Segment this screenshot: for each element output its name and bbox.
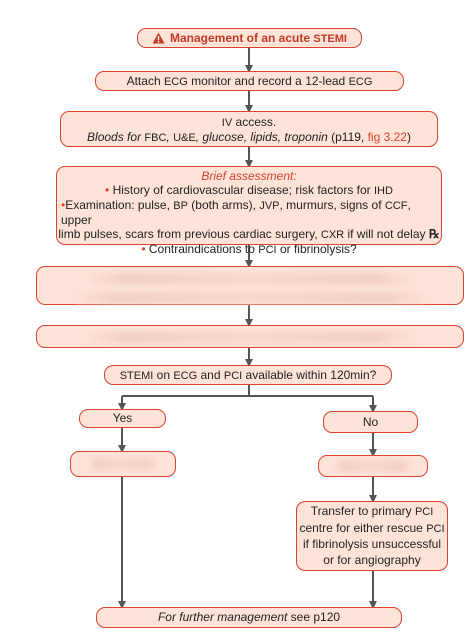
title-box: Management of an acute STEMI xyxy=(137,28,362,48)
obscured-text xyxy=(334,460,412,472)
bloods-line: Bloods for FBC, U&E, glucose, lipids, tr… xyxy=(87,130,411,144)
assessment-item-history: • History of cardiovascular disease; ris… xyxy=(105,183,393,197)
assessment-item-examination-cont: limb pulses, scars from previous cardiac… xyxy=(58,227,440,241)
obscured-text xyxy=(85,331,415,343)
obscured-yes-branch-box xyxy=(70,451,176,477)
obscured-step-box-2 xyxy=(36,325,464,348)
warning-triangle-icon xyxy=(152,31,165,49)
figure-link[interactable]: fig 3.22 xyxy=(367,130,407,144)
assessment-heading: Brief assessment: xyxy=(201,169,297,183)
obscured-text xyxy=(88,458,158,470)
iv-access-box: IV access. Bloods for FBC, U&E, glucose,… xyxy=(60,111,438,147)
obscured-step-box-1 xyxy=(36,266,464,305)
prescription-icon: ℞ xyxy=(428,227,440,241)
ecg-step-box: Attach ECG monitor and record a 12-lead … xyxy=(95,71,404,91)
obscured-text xyxy=(72,292,428,304)
decision-box: STEMI on ECG and PCI available within 12… xyxy=(104,365,392,385)
page-reference-link[interactable]: see p120 xyxy=(287,610,341,624)
iv-access-line: IV access. xyxy=(221,115,277,129)
brief-assessment-box: Brief assessment: • History of cardiovas… xyxy=(56,166,442,256)
obscured-no-branch-box xyxy=(318,455,428,477)
obscured-text xyxy=(85,273,415,285)
assessment-item-examination: •Examination: pulse, BP (both arms), JVP… xyxy=(61,198,411,227)
yes-box: Yes xyxy=(79,409,166,428)
further-management-box: For further management see p120 xyxy=(96,607,402,628)
transfer-box: Transfer to primary PCI centre for eithe… xyxy=(296,501,448,571)
assessment-item-contraindications: • Contraindications to PCI or fibrinolys… xyxy=(141,242,357,256)
no-box: No xyxy=(323,411,418,433)
page-title: Management of an acute STEMI xyxy=(170,31,347,45)
